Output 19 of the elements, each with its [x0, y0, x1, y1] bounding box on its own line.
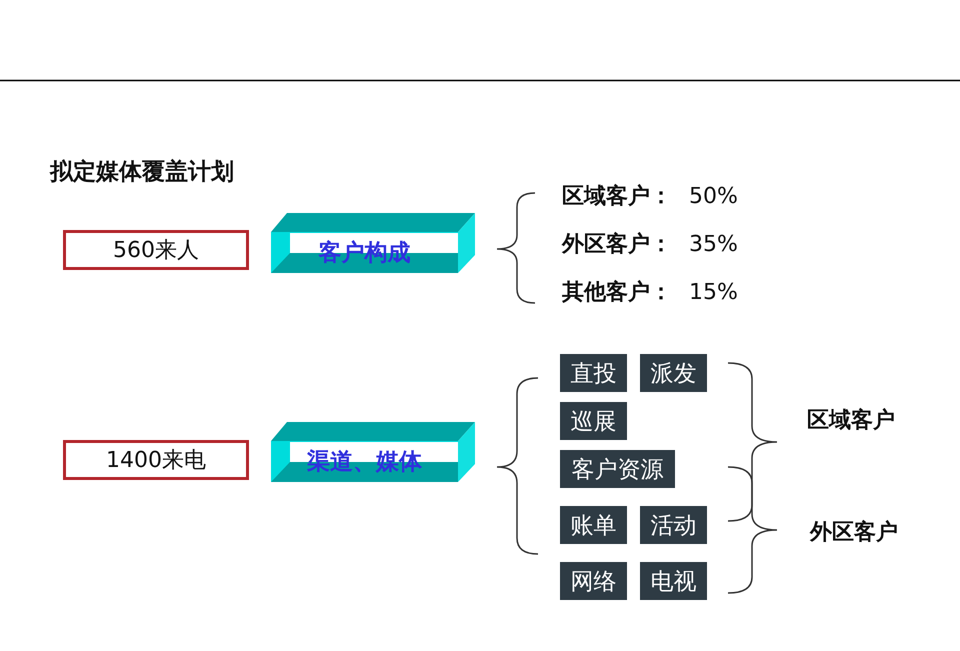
percent-value: 50%	[689, 183, 738, 211]
group-label: 外区客户	[810, 519, 898, 547]
tag-box: 派发	[640, 354, 707, 392]
tag-box: 巡展	[560, 402, 627, 440]
tag-box: 网络	[560, 562, 627, 600]
percent-value: 35%	[689, 231, 738, 259]
category-label: 外区客户：	[562, 231, 672, 259]
tag-box: 客户资源	[560, 450, 675, 488]
tag-box: 账单	[560, 506, 627, 544]
tag-box: 直投	[560, 354, 627, 392]
title-text: 拟定媒体覆盖计划	[50, 158, 234, 187]
group-label: 区域客户	[807, 407, 895, 435]
category-label: 其他客户：	[562, 279, 672, 307]
percent-value: 15%	[689, 279, 738, 307]
category-label: 区域客户：	[562, 183, 672, 211]
tag-box: 活动	[640, 506, 707, 544]
text-box: 560来人	[63, 230, 249, 270]
text-box: 1400来电	[63, 440, 249, 480]
tag-box: 电视	[640, 562, 707, 600]
